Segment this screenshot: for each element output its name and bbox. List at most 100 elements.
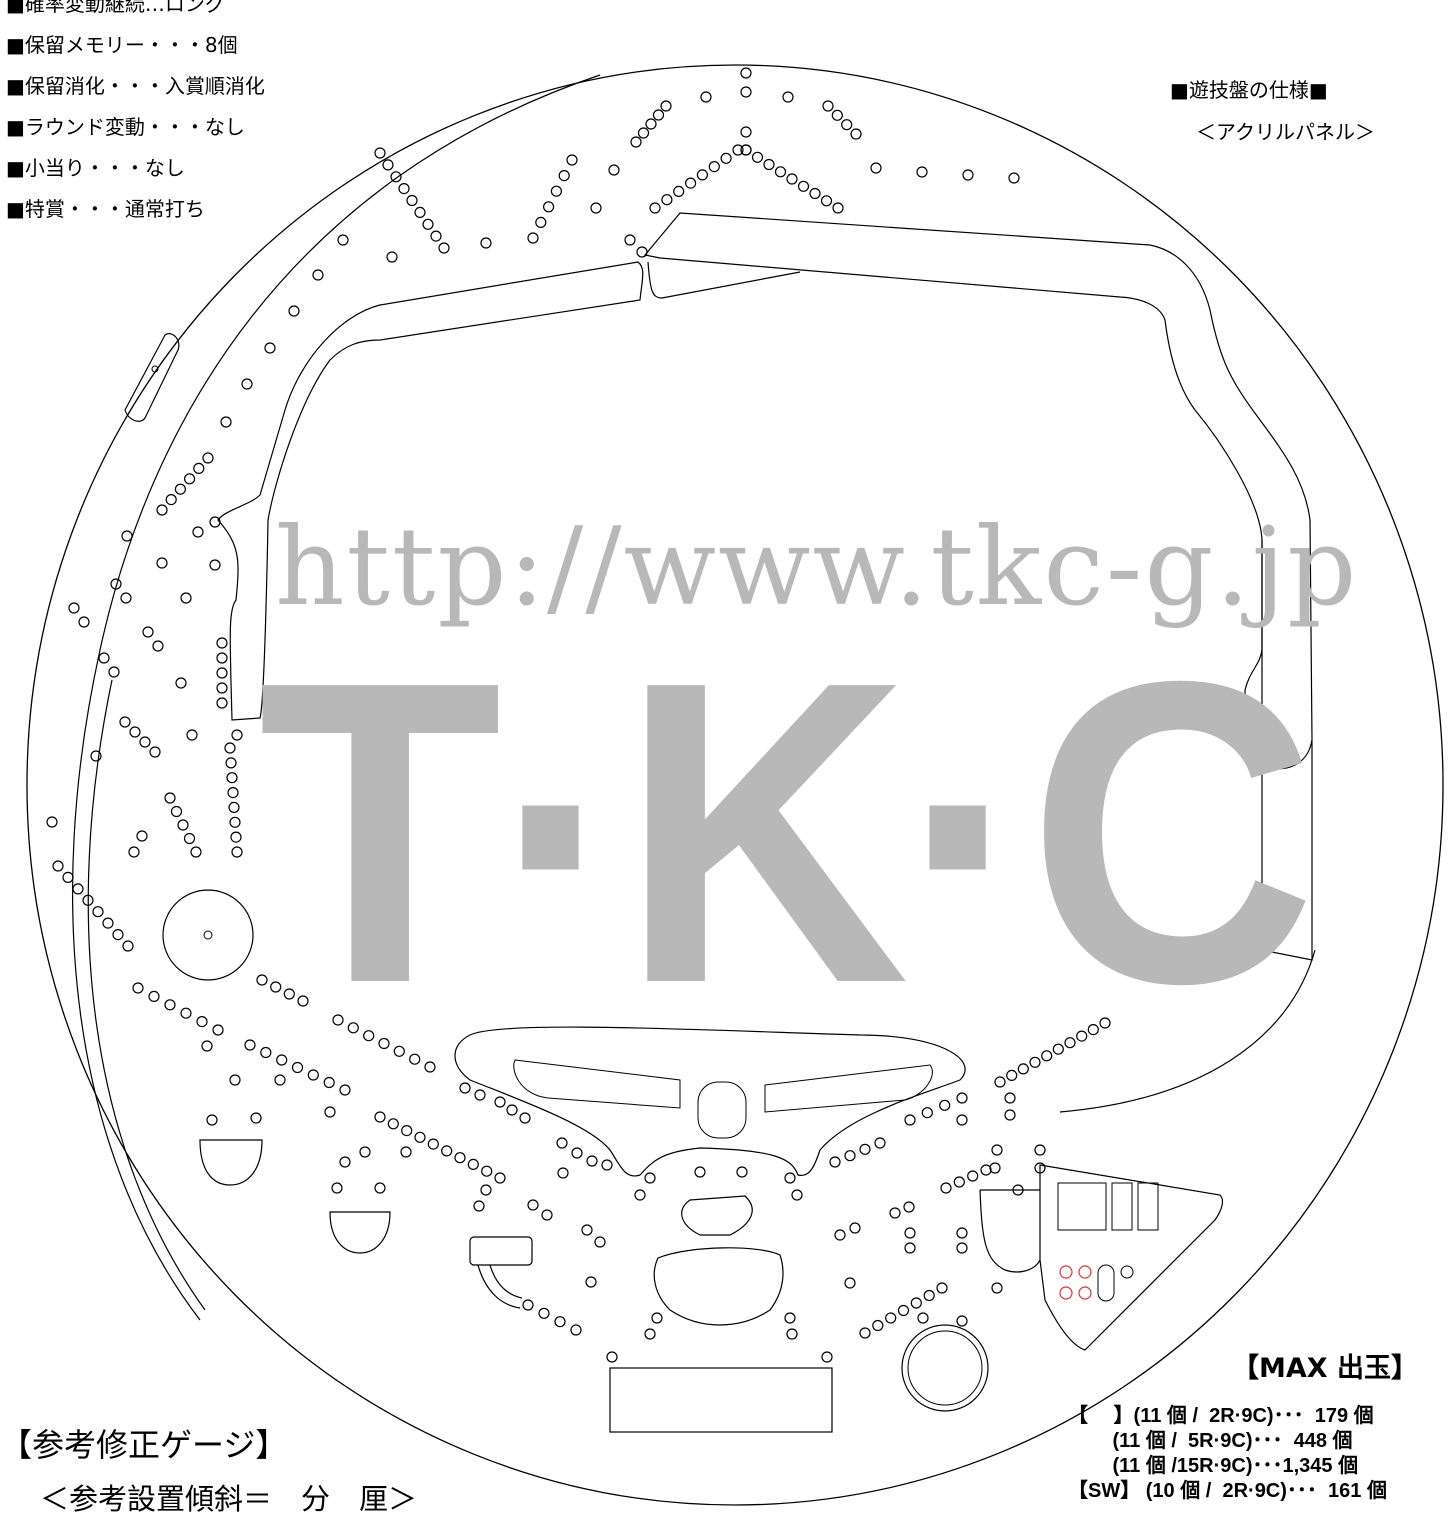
nail-pin: [231, 846, 243, 858]
nail-pin: [991, 1144, 1003, 1156]
nail-pin: [467, 1158, 479, 1171]
nail-pin: [216, 667, 228, 679]
left-launch-pin: [151, 365, 159, 373]
nail-pin: [651, 1312, 663, 1324]
nail-pin: [634, 1189, 646, 1201]
center-divider: [647, 261, 801, 299]
nail-pin: [441, 1145, 453, 1157]
nail-pin: [606, 1351, 618, 1363]
left-pocket-2: [329, 1211, 391, 1254]
nail-pin: [527, 232, 539, 244]
nail-pin: [190, 846, 202, 858]
nail-pin: [774, 166, 787, 178]
nail-pin: [386, 251, 398, 263]
nail-pin: [859, 1327, 871, 1339]
nail-pin: [202, 452, 214, 464]
nail-pin: [459, 1082, 471, 1094]
nail-pin: [608, 164, 620, 176]
nail-pin: [740, 86, 752, 98]
left-pocket-1: [199, 1139, 263, 1186]
nail-pin: [527, 1199, 539, 1211]
right-side-rail: [1261, 540, 1313, 961]
spec-item: ■保留メモリー・・・8個: [6, 33, 238, 57]
nail-pin: [956, 1227, 968, 1239]
nail-pin: [967, 1170, 979, 1182]
nail-pin: [1052, 1043, 1064, 1055]
highlight-pin: [1078, 1265, 1092, 1279]
watermark-logo: T·K·C: [258, 593, 1316, 1073]
nail-pin: [636, 246, 648, 258]
guide-rail-inner: [71, 74, 601, 1321]
gauge-tilt: ＜参考設置傾斜＝ 分 厘＞: [40, 1482, 418, 1516]
nail-pin: [216, 637, 228, 649]
nail-pin: [393, 1045, 405, 1057]
nail-pin: [1064, 1037, 1076, 1049]
nail-pin: [119, 716, 131, 728]
nail-pin: [231, 729, 243, 741]
nail-pin: [624, 234, 636, 246]
nail-pin: [212, 1024, 224, 1036]
nail-pin: [78, 616, 90, 628]
nail-pin: [550, 185, 563, 197]
nail-pin: [216, 682, 228, 694]
center-attacker: [454, 1026, 966, 1177]
nail-pin: [994, 1076, 1006, 1088]
nail-pin: [283, 988, 295, 1000]
nail-pin: [324, 1106, 336, 1118]
nail-pin: [454, 1152, 466, 1164]
nail-pin: [980, 1164, 992, 1176]
nail-pin: [149, 746, 161, 758]
nail-pin: [180, 1007, 192, 1019]
nail-pin: [554, 1316, 566, 1328]
nail-pin: [422, 218, 434, 230]
right-ornament-pin: [1120, 1265, 1134, 1279]
nail-pin: [740, 144, 752, 156]
nail-pin: [556, 1137, 568, 1149]
nail-pin: [297, 995, 309, 1007]
nail-pin: [209, 559, 221, 571]
nail-pin: [751, 151, 764, 163]
left-bottom-chute: [477, 1264, 523, 1309]
nail-pin: [156, 504, 168, 516]
nail-pin: [519, 1112, 531, 1124]
max-payout-title: 【MAX 出玉】: [1232, 1353, 1418, 1384]
nail-pin: [224, 742, 236, 754]
nail-pin: [535, 216, 547, 228]
nail-pin: [962, 169, 974, 181]
nail-pin: [374, 147, 386, 159]
right-ornament-box-1: [1057, 1182, 1107, 1231]
nail-pin: [645, 118, 657, 130]
nail-pin: [332, 1014, 344, 1026]
nail-pin: [522, 1299, 534, 1311]
max-payout-line: 【 】(11 個 / 2R·9C)･･･ 179 個: [1068, 1405, 1374, 1427]
nail-pin: [820, 195, 833, 207]
nail-pin: [363, 1030, 375, 1042]
nail-pin: [1076, 1030, 1088, 1042]
max-payout-line: 【SW】 (10 個 / 2R·9C)･･･ 161 個: [1068, 1480, 1387, 1502]
nail-pin: [590, 202, 602, 214]
nail-pin: [209, 516, 221, 528]
nail-pin: [406, 194, 418, 207]
nail-pin: [859, 1143, 871, 1155]
nail-pin: [936, 1282, 948, 1294]
nail-pin: [904, 1114, 916, 1126]
nail-pin: [102, 917, 114, 929]
nail-pin: [684, 177, 697, 189]
nail-pin: [387, 1118, 399, 1130]
nail-pin: [390, 171, 402, 183]
left-windmill-axle: [203, 930, 213, 940]
nail-pin: [956, 1092, 968, 1104]
nail-pin: [148, 990, 160, 1003]
nail-pin: [571, 1147, 583, 1159]
start-chucker: [653, 1247, 784, 1326]
nail-pin: [72, 883, 84, 895]
nail-pin: [956, 1315, 968, 1327]
nail-pin: [1034, 1162, 1046, 1174]
nail-pin: [557, 1167, 569, 1179]
nail-pin: [889, 1207, 901, 1219]
nail-pin: [183, 832, 196, 845]
right-ornament: [1039, 1164, 1224, 1351]
nail-pin: [480, 237, 492, 249]
attacker-right-slot: [764, 1064, 933, 1113]
nail-pin: [400, 1146, 412, 1158]
